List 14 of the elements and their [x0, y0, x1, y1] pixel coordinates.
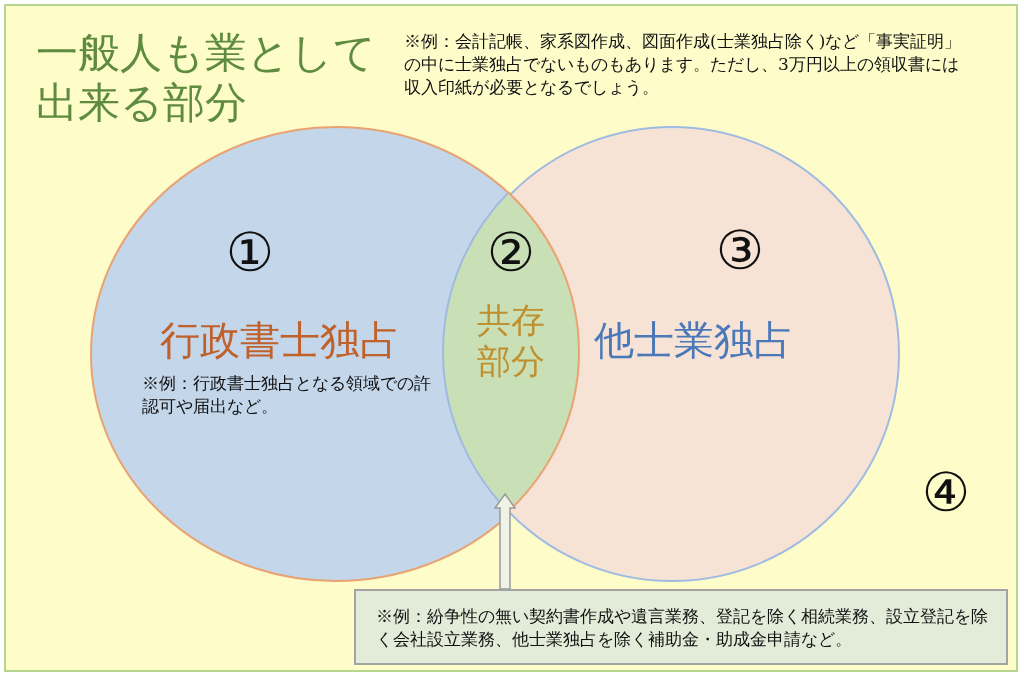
arrow — [493, 492, 517, 590]
venn-background — [4, 4, 1018, 672]
note-text: ※例：会計記帳、家系図作成、図面作成(士業独占除く)など「事実証明」の中に士業独占でないものもあります。ただし、3万円以上の領収書には収入印紙が必要となるでしょう。 — [404, 30, 963, 99]
region-label: 行政書士独占 — [160, 316, 401, 364]
region-number: ③ — [714, 224, 766, 278]
region-number: ① — [224, 226, 276, 280]
note-text: ※例：行政書士独占となる領域での許認可や届出など。 — [142, 372, 432, 418]
region-number: ④ — [920, 466, 972, 520]
callout-box — [354, 589, 1008, 665]
title-text: 一般人も業として出来る部分 — [36, 28, 377, 129]
region-label: 共存部分 — [476, 300, 546, 382]
note-text: ※例：紛争性の無い契約書作成や遺言業務、登記を除く相続業務、設立登記を除く会社設立業務、他士業独占を除く補助金・助成金申請など。 — [376, 605, 989, 651]
region-number: ② — [485, 226, 537, 280]
region-label: 他士業独占 — [594, 316, 795, 364]
